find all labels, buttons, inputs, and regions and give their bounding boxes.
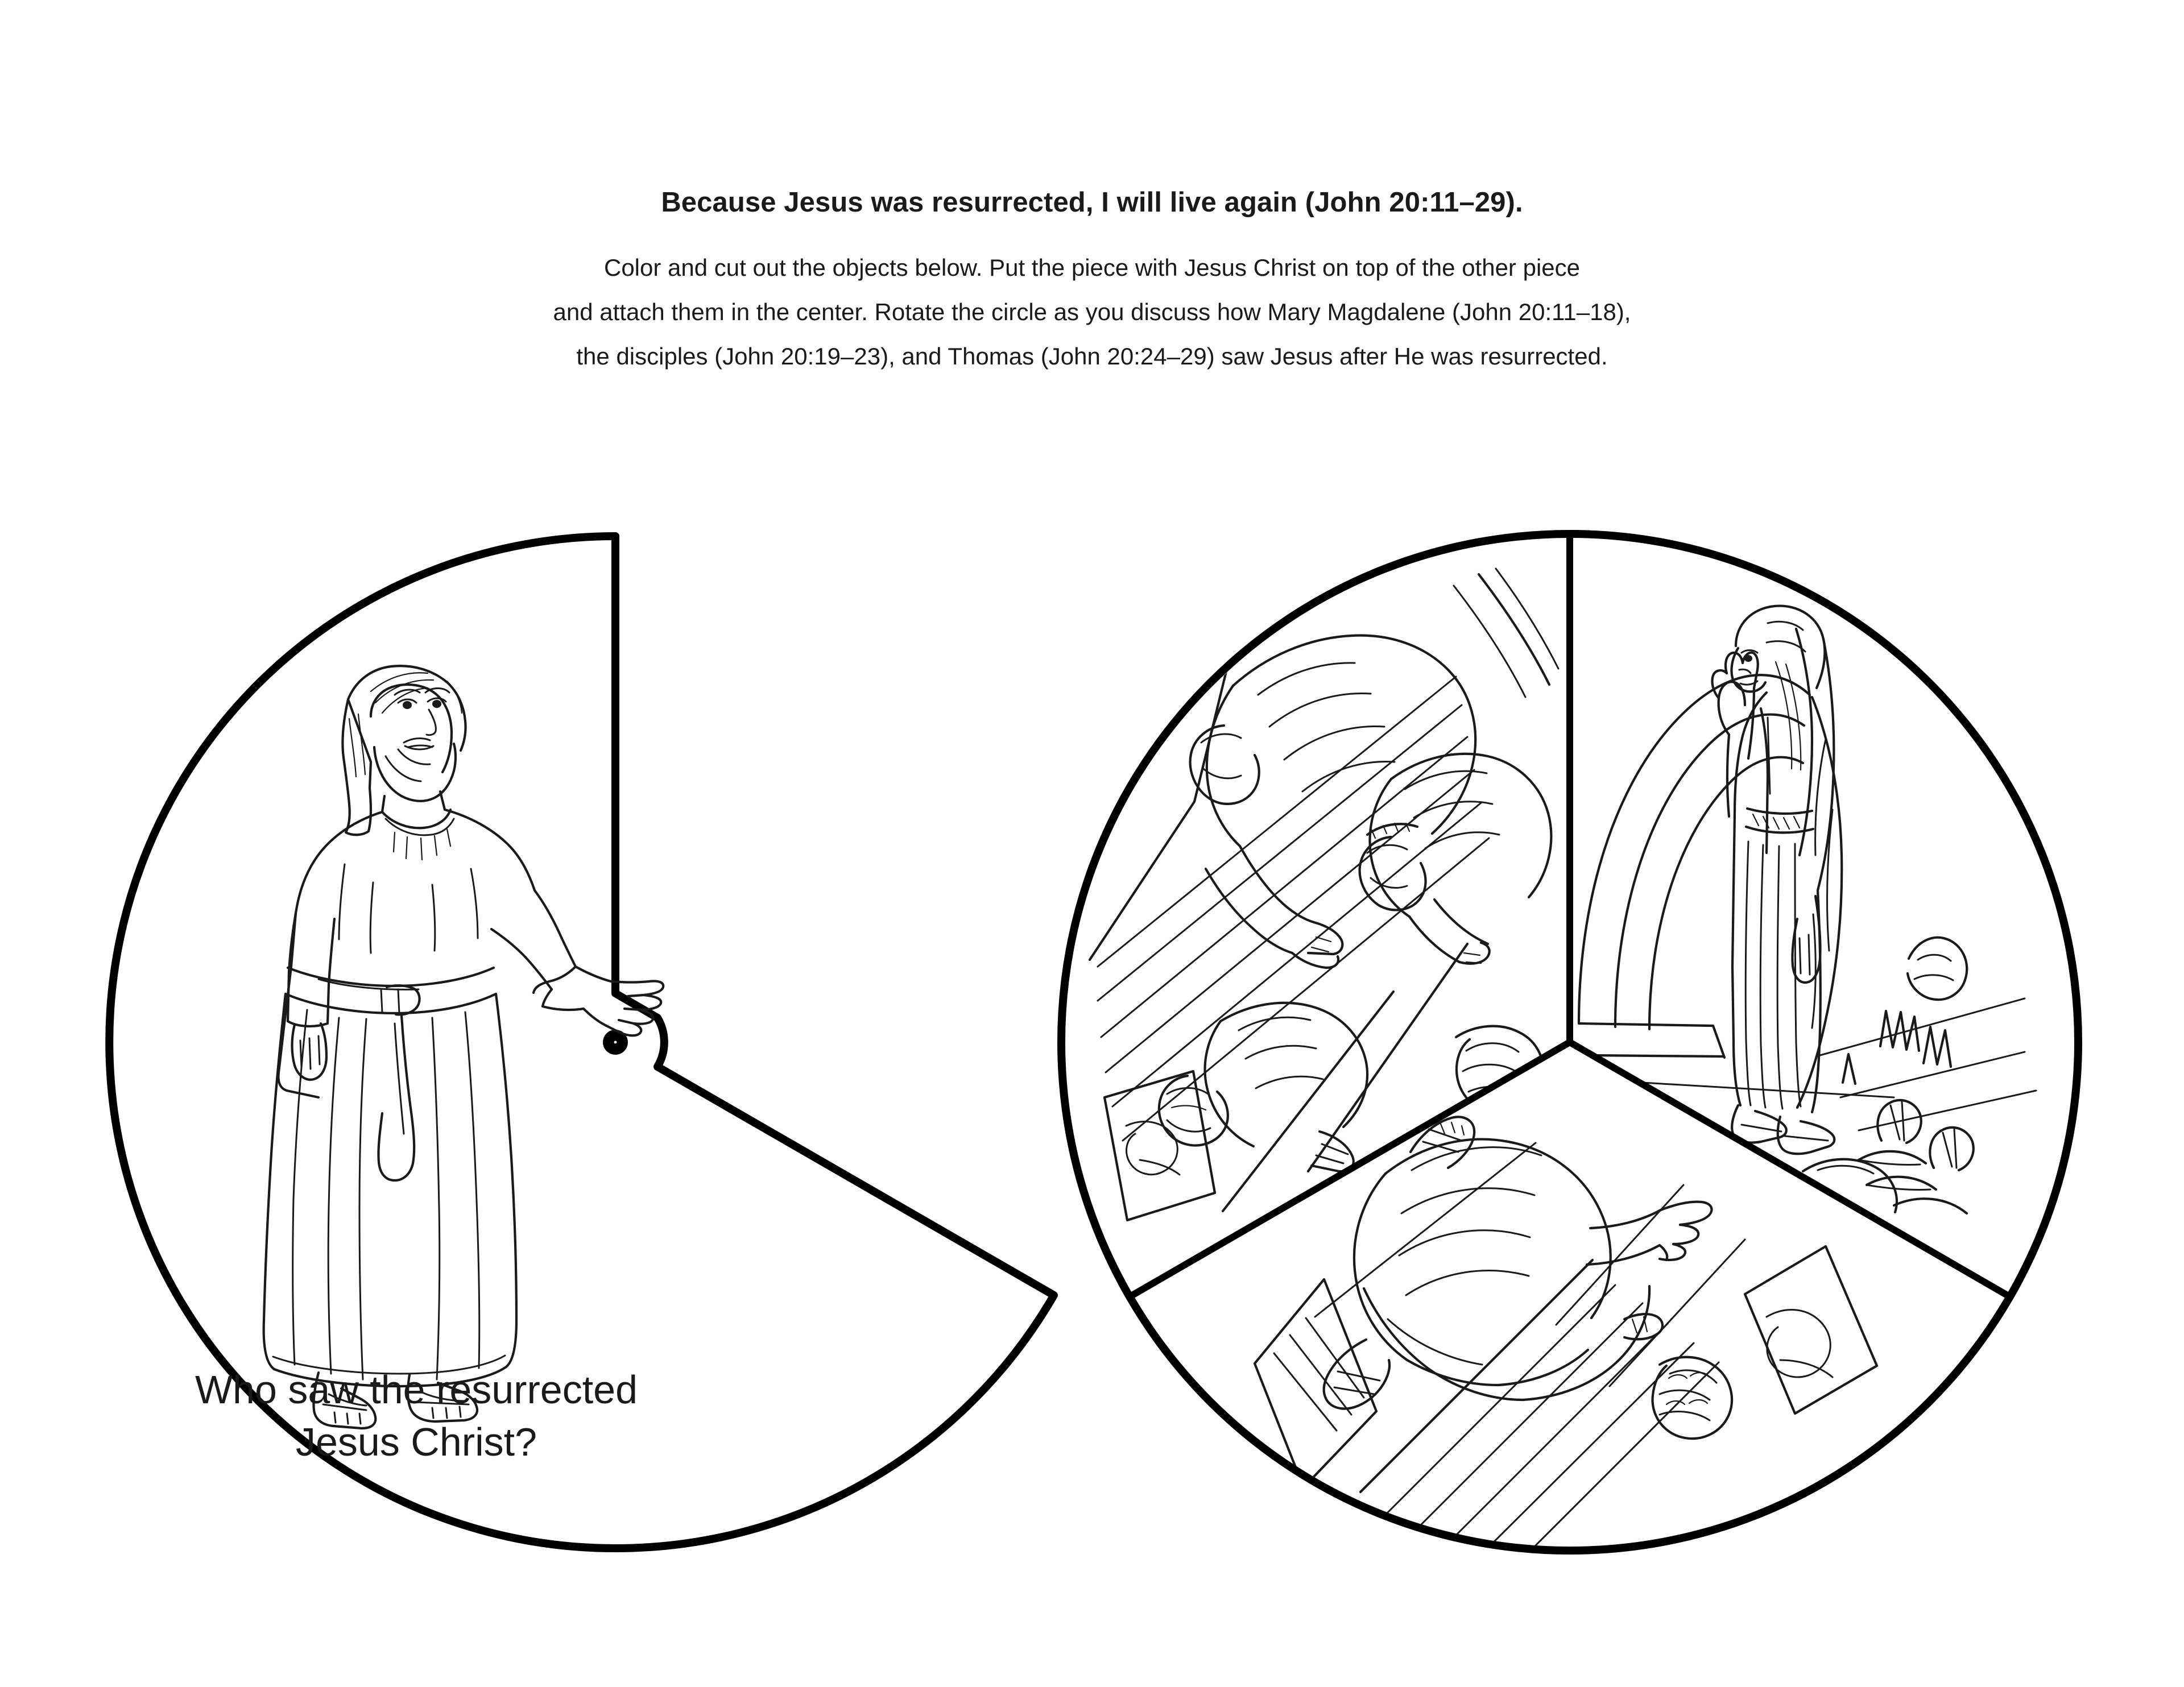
left-wheel-outline[interactable] bbox=[105, 532, 1058, 1552]
instruction-line-2: and attach them in the center. Rotate th… bbox=[553, 299, 1631, 325]
jesus-eye-left bbox=[403, 701, 412, 709]
left-wheel-jesus-piece[interactable]: Who saw the resurrected Jesus Christ? bbox=[105, 532, 1058, 1552]
instructions-paragraph: Color and cut out the objects below. Put… bbox=[0, 246, 2184, 379]
instruction-line-1: Color and cut out the objects below. Put… bbox=[603, 254, 1580, 281]
sector-thomas-scene bbox=[1253, 1116, 1879, 1547]
jesus-christ-figure bbox=[262, 665, 665, 1430]
divider-lower-left bbox=[1128, 1039, 1573, 1299]
page-title: Because Jesus was resurrected, I will li… bbox=[661, 187, 1523, 218]
left-wheel-pivot-hole bbox=[614, 1041, 617, 1044]
jesus-eye-right bbox=[432, 700, 441, 708]
right-wheel-witness-piece[interactable] bbox=[1057, 530, 2082, 1602]
instruction-line-3: the disciples (John 20:19–23), and Thoma… bbox=[576, 343, 1608, 370]
wheel-question-line-1: Who saw the resurrected bbox=[195, 1367, 638, 1412]
wheel-question-line-2: Jesus Christ? bbox=[296, 1420, 537, 1464]
divider-lower-right bbox=[1566, 1039, 2012, 1299]
sector-mary-magdalene-scene bbox=[1577, 604, 2037, 1215]
